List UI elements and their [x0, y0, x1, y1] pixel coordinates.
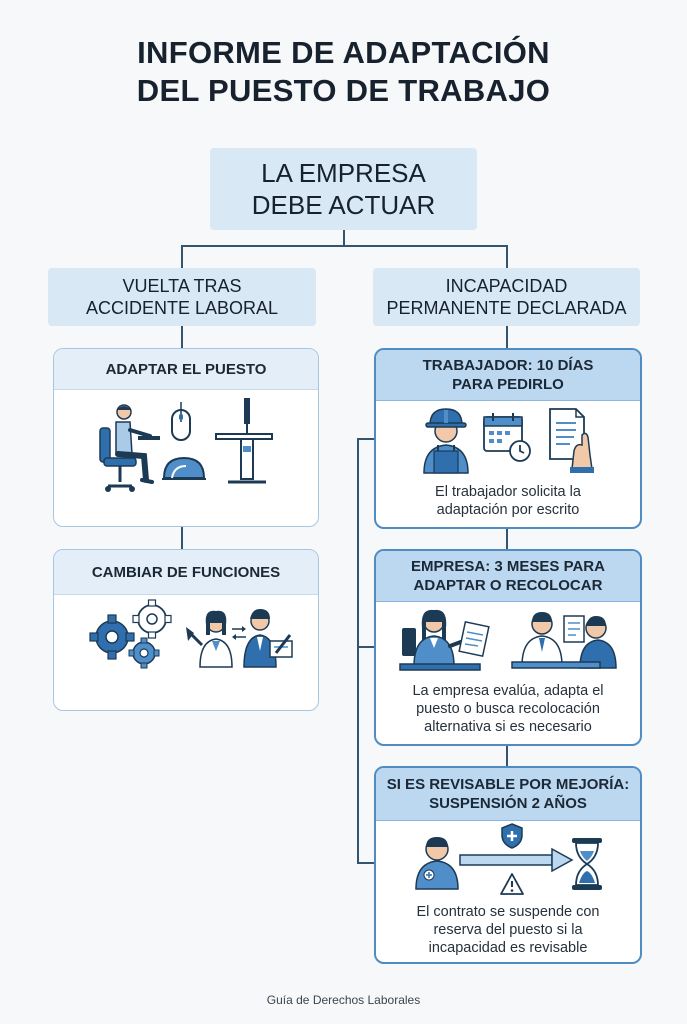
card-caption: El trabajador solicita la adaptación por…: [435, 484, 581, 518]
connector-right-branch: [506, 245, 508, 268]
meeting-icon: [511, 612, 617, 669]
branch-incapacidad-permanente: INCAPACIDAD PERMANENTE DECLARADA: [373, 268, 640, 326]
card-adaptar-puesto: ADAPTAR EL PUESTO: [53, 348, 319, 527]
card-caption: La empresa evalúa, adapta el puesto o bu…: [412, 683, 604, 735]
card-title: TRABAJADOR: 10 DÍAS PARA PEDIRLO: [376, 350, 640, 401]
mouse-icon: [171, 401, 191, 441]
connector-right-tick-2: [357, 646, 374, 648]
card-empresa-3-meses: EMPRESA: 3 MESES PARA ADAPTAR O RECOLOCA…: [374, 549, 642, 746]
page-title: INFORME DE ADAPTACIÓN DEL PUESTO DE TRAB…: [136, 35, 551, 108]
connector-root-down: [343, 230, 345, 246]
connector-right-vertical: [357, 438, 359, 863]
wrist-rest-icon: [162, 456, 206, 480]
card-title: ADAPTAR EL PUESTO: [54, 349, 318, 390]
card-trabajador-10-dias: TRABAJADOR: 10 DÍAS PARA PEDIRLO: [374, 348, 642, 529]
swap-workers-icon: [186, 609, 293, 668]
helmet-worker-icon: [423, 408, 469, 474]
worker-at-desk-icon: [99, 404, 160, 492]
card-caption: El contrato se suspende con reserva del …: [416, 904, 600, 956]
connector-right-tick-3: [357, 862, 374, 864]
card-cambiar-funciones: CAMBIAR DE FUNCIONES: [53, 549, 319, 711]
standing-desk-icon: [215, 398, 273, 484]
document-hand-icon: [549, 408, 594, 473]
connector-right-cards-1: [506, 526, 508, 549]
card-title: SI ES REVISABLE POR MEJORÍA: SUSPENSIÓN …: [376, 768, 640, 821]
card-title: EMPRESA: 3 MESES PARA ADAPTAR O RECOLOCA…: [376, 551, 640, 602]
card-title: CAMBIAR DE FUNCIONES: [54, 550, 318, 595]
shield-plus-icon: [501, 823, 523, 849]
connector-left-branch: [181, 245, 183, 268]
worker-icon: [415, 837, 459, 890]
branch-accidente-laboral: VUELTA TRAS ACCIDENTE LABORAL: [48, 268, 316, 326]
connector-right-header-card: [506, 326, 508, 348]
gears-icon: [89, 599, 172, 669]
timeline-arrow-icon: [459, 847, 574, 873]
calendar-clock-icon: [483, 413, 531, 462]
footer-source: Guía de Derechos Laborales: [266, 993, 421, 1007]
root-box: LA EMPRESA DEBE ACTUAR: [210, 148, 477, 230]
card-suspension-2-anos: SI ES REVISABLE POR MEJORÍA: SUSPENSIÓN …: [374, 766, 642, 964]
connector-left-header-card: [181, 326, 183, 348]
hourglass-icon: [572, 838, 602, 890]
connector-right-tick-1: [357, 438, 374, 440]
connector-left-cards: [181, 527, 183, 549]
connector-right-cards-2: [506, 744, 508, 766]
connector-horizontal: [181, 245, 507, 247]
office-worker-icon: [399, 609, 490, 671]
warning-icon: [500, 873, 524, 895]
